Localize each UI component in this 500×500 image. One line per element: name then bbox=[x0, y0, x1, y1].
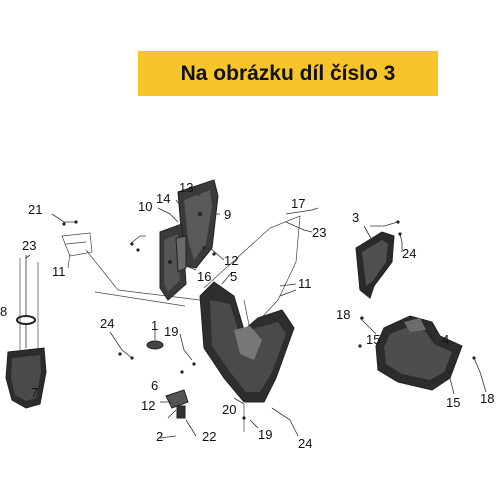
callout-24-c: 24 bbox=[298, 436, 312, 451]
upper-inner-panel-part bbox=[130, 179, 219, 301]
callout-23-a: 23 bbox=[22, 238, 36, 253]
callout-13: 13 bbox=[179, 180, 193, 195]
callout-14: 14 bbox=[156, 191, 170, 206]
front-cover-part bbox=[5, 255, 47, 409]
callout-18-a: 18 bbox=[336, 307, 350, 322]
callout-8: 8 bbox=[0, 304, 7, 319]
callout-5: 5 bbox=[230, 269, 237, 284]
fasteners-part bbox=[118, 330, 196, 419]
callout-24-b: 24 bbox=[402, 246, 416, 261]
callout-19-b: 19 bbox=[258, 427, 272, 442]
callout-15-b: 15 bbox=[446, 395, 460, 410]
lower-cover-part-4 bbox=[358, 315, 476, 391]
callout-15-a: 15 bbox=[366, 332, 380, 347]
callout-7: 7 bbox=[31, 385, 38, 400]
callout-22: 22 bbox=[202, 429, 216, 444]
callout-4: 4 bbox=[442, 332, 449, 347]
callout-18-b: 18 bbox=[480, 391, 494, 406]
callout-6: 6 bbox=[151, 378, 158, 393]
part-number-banner: Na obrázku díl číslo 3 bbox=[138, 51, 438, 96]
callout-12-a: 12 bbox=[224, 253, 238, 268]
callout-16: 16 bbox=[197, 269, 211, 284]
callout-11-a: 11 bbox=[52, 264, 66, 279]
callout-11-b: 11 bbox=[298, 276, 312, 291]
callout-24-a: 24 bbox=[100, 316, 114, 331]
leader-lines bbox=[25, 189, 487, 439]
callout-10: 10 bbox=[138, 199, 152, 214]
callout-17: 17 bbox=[291, 196, 305, 211]
callout-1: 1 bbox=[151, 318, 158, 333]
callout-19-a: 19 bbox=[164, 324, 178, 339]
callout-3: 3 bbox=[352, 210, 359, 225]
callout-labels: 1 2 3 4 5 6 7 8 9 10 11 11 12 12 13 14 1… bbox=[0, 180, 494, 451]
callout-9: 9 bbox=[224, 207, 231, 222]
callout-2: 2 bbox=[156, 429, 163, 444]
callout-12-b: 12 bbox=[141, 398, 155, 413]
callout-20: 20 bbox=[222, 402, 236, 417]
callout-23-b: 23 bbox=[312, 225, 326, 240]
side-panel-part-3 bbox=[355, 220, 402, 299]
callout-21: 21 bbox=[28, 202, 42, 217]
bracket-part bbox=[61, 220, 201, 307]
floor-frame-part bbox=[199, 215, 301, 432]
banner-text: Na obrázku díl číslo 3 bbox=[180, 61, 396, 85]
